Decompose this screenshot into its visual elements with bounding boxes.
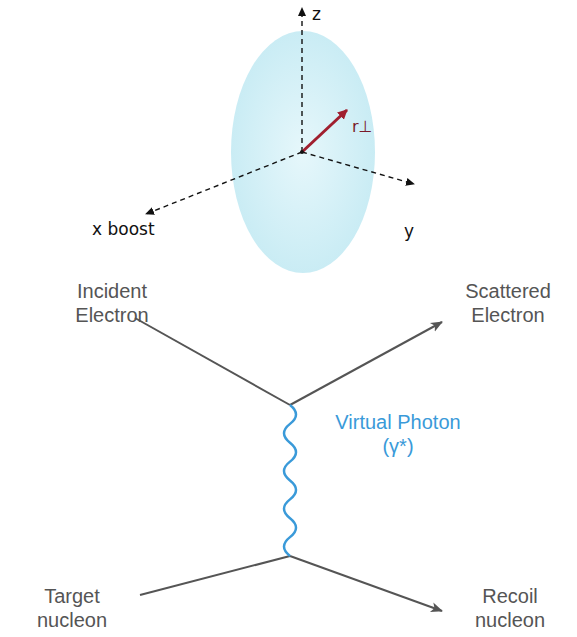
incident-electron-line <box>135 318 290 405</box>
transverse-vector <box>302 110 347 152</box>
nucleon-ellipse <box>231 31 375 273</box>
particle-label: Recoil nucleon <box>460 584 560 632</box>
photon-wave <box>284 405 296 556</box>
y-axis <box>302 152 414 184</box>
z-axis <box>301 8 302 152</box>
target-nucleon-line <box>140 556 290 595</box>
x-axis <box>146 152 302 214</box>
axis-label: y <box>404 221 414 241</box>
axis-label: z <box>312 4 321 24</box>
vector-label: r⊥ <box>352 117 373 136</box>
axis-label: x boost <box>92 219 155 239</box>
photon-label: Virtual Photon (γ*) <box>318 410 478 458</box>
origin-dot <box>300 150 304 154</box>
particle-label: Incident Electron <box>52 279 172 327</box>
particle-label: Scattered Electron <box>448 279 568 327</box>
particle-label: Target nucleon <box>22 584 122 632</box>
recoil-nucleon-line <box>290 556 442 611</box>
scattered-electron-line <box>290 322 442 405</box>
